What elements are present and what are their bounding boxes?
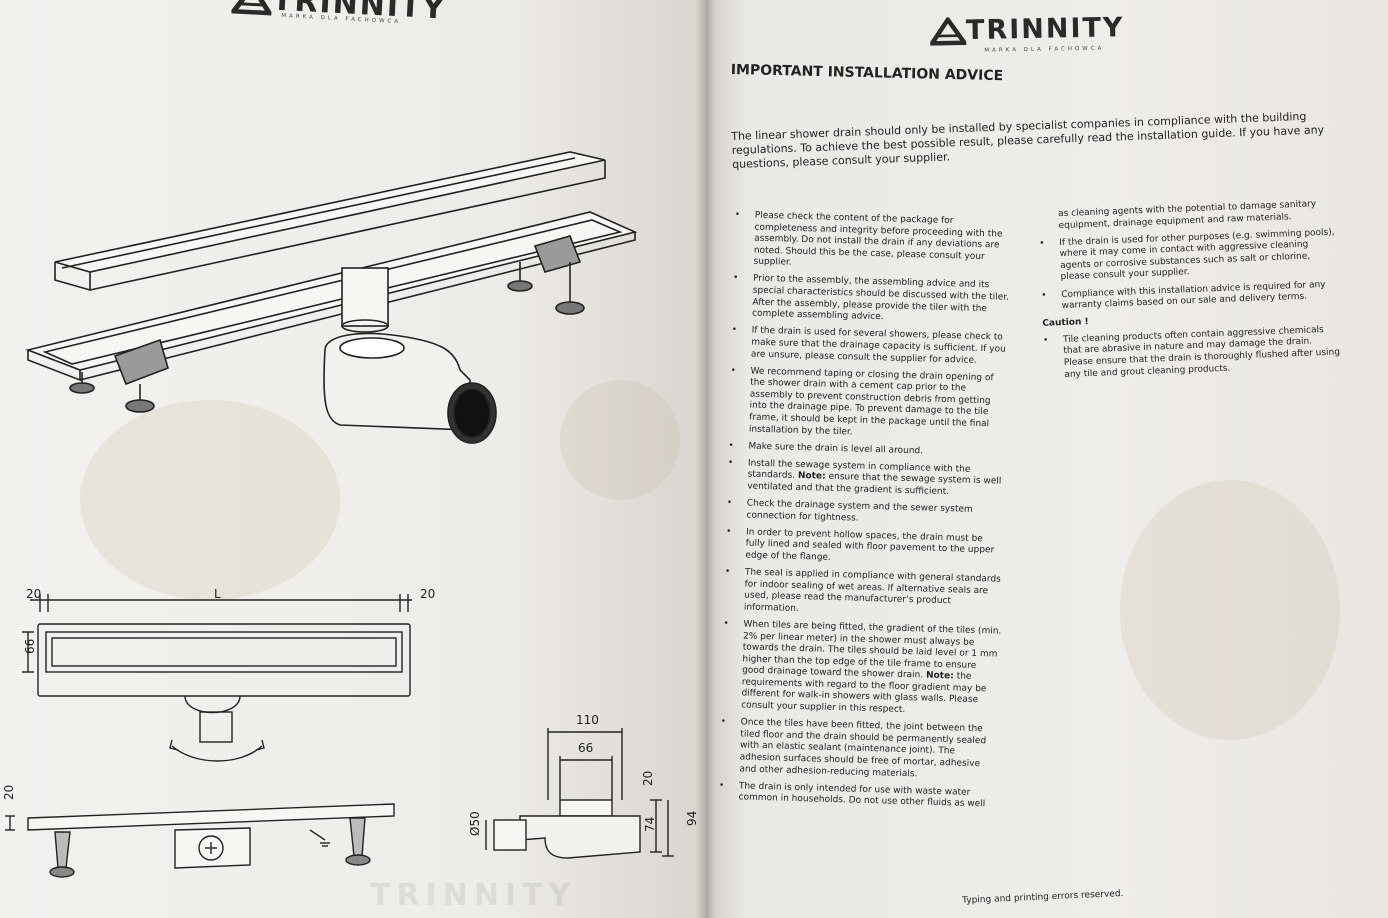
paper-stain [560, 380, 680, 500]
dim-outlet-top: 20 [641, 771, 655, 786]
dim-outlet-total: 110 [576, 713, 599, 727]
drain-exploded-view [25, 151, 638, 444]
advice-item: Install the sewage system in compliance … [725, 458, 1006, 501]
drain-side-view [5, 803, 395, 878]
dim-height: 66 [23, 639, 37, 654]
outlet-section-view [485, 728, 674, 859]
left-page [0, 0, 706, 918]
dim-outlet-inner: 66 [578, 741, 593, 755]
advice-item: The seal is applied in compliance with g… [722, 567, 1003, 621]
advice-item: Make sure the drain is level all around. [726, 441, 1006, 460]
advice-item: When tiles are being fitted, the gradien… [719, 619, 1001, 720]
advice-item: In order to prevent hollow spaces, the d… [723, 527, 1004, 570]
advice-item: If the drain is used for other purposes … [1037, 227, 1339, 285]
advice-item: Prior to the assembly, the assembling ad… [730, 273, 1011, 327]
advice-item: Check the drainage system and the sewer … [724, 498, 1005, 529]
page-fold [696, 0, 716, 918]
dim-pipe-diameter: Ø50 [468, 811, 482, 836]
advice-column-2: as cleaning agents with the potential to… [1036, 198, 1343, 387]
dim-flange-height: 20 [2, 785, 16, 800]
advice-column-1: Please check the content of the package … [716, 210, 1013, 817]
advice-item: If the drain is used for several showers… [729, 325, 1010, 368]
dim-right-margin: 20 [420, 587, 435, 601]
advice-item: Please check the content of the package … [731, 210, 1013, 276]
paper-stain [1120, 480, 1340, 740]
dim-length: L [214, 587, 221, 601]
advice-item: The drain is only intended for use with … [716, 780, 997, 811]
dim-left-margin: 20 [26, 587, 41, 601]
brand-logo-left: TRINNITY MARKA DLA FACHOWCA [231, 0, 447, 27]
brand-name: TRINNITY [965, 12, 1125, 47]
caution-item: Tile cleaning products often contain agg… [1041, 324, 1343, 382]
advice-item: We recommend taping or closing the drain… [727, 366, 1009, 443]
drain-top-view [22, 594, 412, 762]
show-through-brand: TRINNITY [370, 878, 577, 913]
logo-triangle-icon [929, 16, 967, 46]
logo-triangle-icon [231, 0, 273, 15]
dim-outlet-full: 94 [685, 811, 699, 826]
advice-item: Once the tiles have been fitted, the joi… [717, 717, 999, 783]
paper-stain [80, 400, 340, 600]
technical-drawings: 20 L 20 66 20 110 66 20 74 94 Ø50 [2, 151, 699, 878]
dim-outlet-mid: 74 [643, 817, 657, 832]
brand-logo-right: TRINNITY MARKA DLA FACHOWCA [929, 12, 1125, 54]
